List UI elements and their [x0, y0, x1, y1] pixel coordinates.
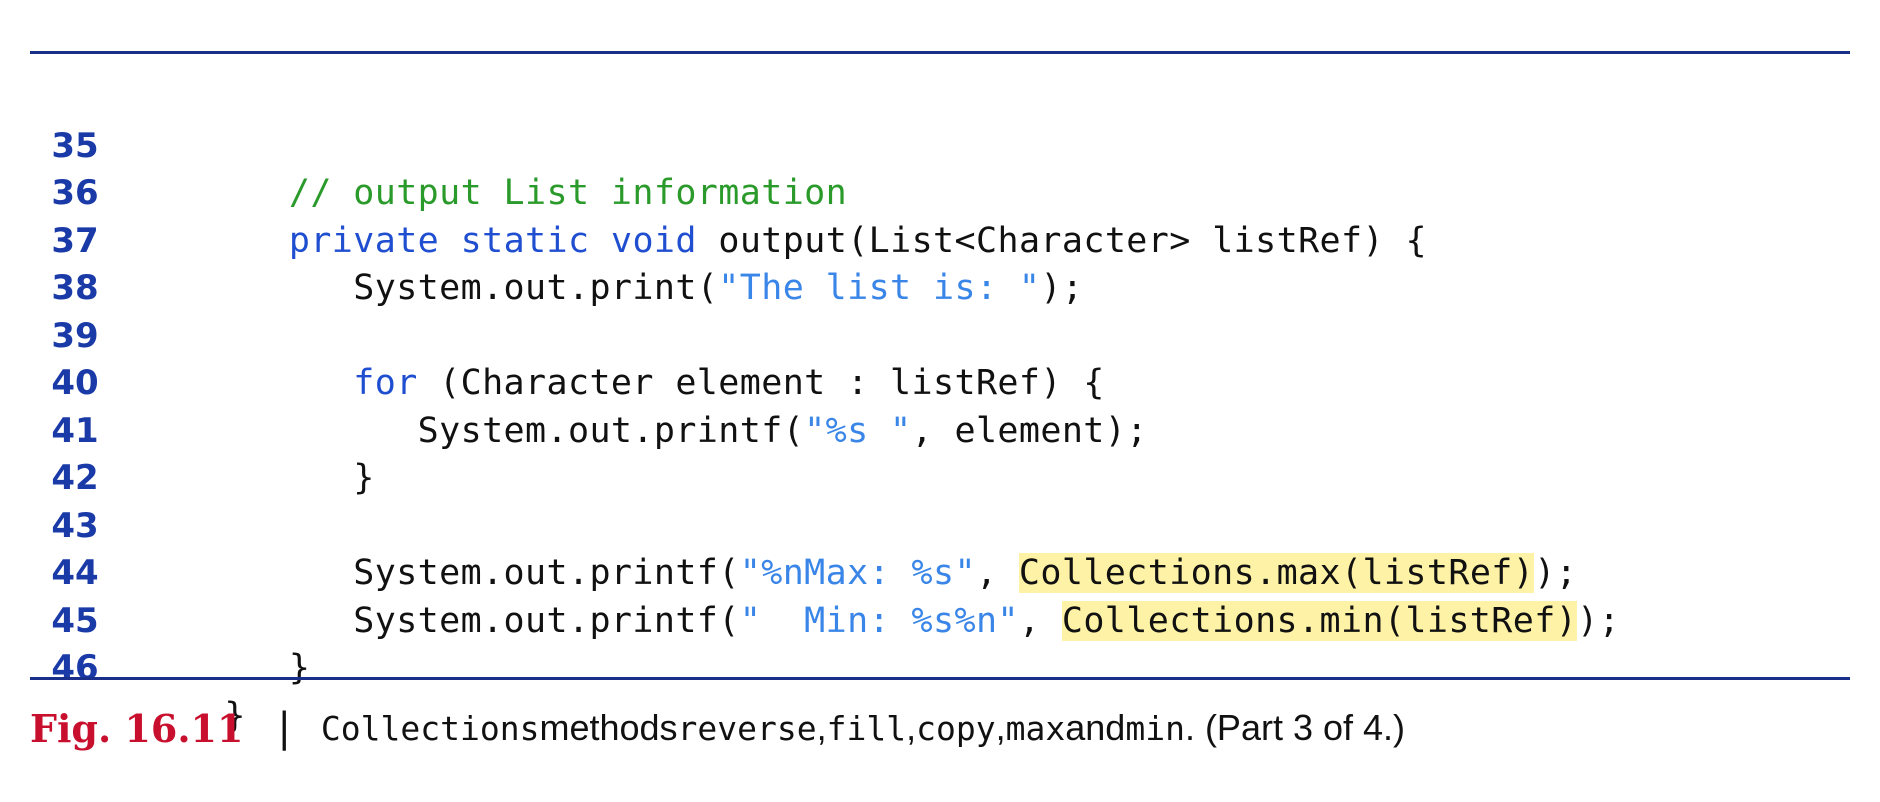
method-signature: output(List<Character> listRef) { — [718, 220, 1427, 261]
code-text: System.out.printf("%nMax: %s", Collectio… — [353, 553, 1578, 593]
line-number: 36 — [51, 173, 99, 213]
code-text: } — [160, 455, 375, 503]
code-line: 44 System.out.printf(" Min: %s%n", Colle… — [0, 503, 1880, 641]
closing-brace: } — [353, 458, 375, 498]
comment: // output List information — [288, 173, 848, 213]
code-line: 35 // output List information — [0, 75, 1880, 214]
code-text: for (Character element : listRef) { — [353, 363, 1105, 403]
bottom-rule — [30, 677, 1850, 680]
caption-method-fill: fill — [826, 708, 907, 748]
line-number: 44 — [51, 553, 99, 593]
code-line: 37 System.out.print("The list is: "); — [0, 170, 1880, 309]
highlighted-call: Collections.min(listRef) — [1061, 600, 1578, 641]
line-number: 45 — [51, 600, 99, 641]
code-text: System.out.printf("%s ", element); — [417, 410, 1148, 451]
line-number: 46 — [51, 648, 99, 688]
code-line: 45 } — [0, 550, 1880, 689]
code-text: // output List information — [160, 170, 847, 218]
code-line: 43 System.out.printf("%nMax: %s", Collec… — [0, 455, 1880, 593]
caption-part: . (Part 3 of 4.) — [1184, 707, 1406, 748]
keyword: static — [460, 220, 590, 261]
code-text: } — [160, 693, 246, 741]
figure-caption: Fig. 16.11 | Collections methods reverse… — [30, 705, 1406, 751]
code-line: 41 } — [0, 360, 1880, 499]
caption-method-copy: copy — [916, 708, 996, 748]
code-text: } — [160, 645, 310, 693]
closing-brace: } — [288, 648, 311, 688]
line-number: 37 — [51, 220, 99, 261]
highlighted-call: Collections.max(listRef) — [1018, 553, 1535, 593]
line-number: 35 — [51, 125, 99, 166]
line-number: 43 — [51, 505, 99, 546]
line-number: 42 — [51, 458, 99, 498]
string-literal: "The list is: " — [718, 268, 1041, 308]
code-line: 42 — [0, 408, 1880, 498]
code-line: 39 for (Character element : listRef) { — [0, 265, 1880, 404]
string-literal: " Min: %s%n" — [739, 600, 1019, 641]
code-listing: 35 // output List information 36 private… — [0, 75, 1880, 736]
code-line: 38 — [0, 218, 1880, 308]
caption-method-reverse: reverse — [677, 708, 817, 748]
string-literal: "%s " — [804, 410, 912, 451]
line-number: 40 — [51, 363, 99, 403]
line-number: 39 — [51, 315, 99, 356]
line-number: 38 — [51, 268, 99, 308]
caption-class-name: Collections — [320, 708, 540, 748]
caption-method-max: max — [1005, 708, 1066, 748]
string-literal: "%nMax: %s" — [739, 553, 976, 593]
keyword: for — [353, 363, 418, 403]
caption-method-min: min — [1125, 708, 1185, 748]
line-number: 41 — [51, 410, 99, 451]
code-text: System.out.print("The list is: "); — [353, 268, 1084, 308]
code-text: private static void output(List<Characte… — [160, 218, 1427, 266]
keyword: void — [610, 220, 697, 261]
figure-label: Fig. 16.11 — [30, 705, 244, 751]
code-line: 46 } — [0, 598, 1880, 736]
caption-separator: | — [277, 705, 291, 751]
code-line: 36 private static void output(List<Chara… — [0, 123, 1880, 261]
top-rule — [30, 51, 1850, 54]
closing-brace: } — [224, 695, 246, 736]
code-text: System.out.printf(" Min: %s%n", Collecti… — [353, 600, 1621, 641]
keyword: private — [288, 220, 440, 261]
code-line: 40 System.out.printf("%s ", element); — [0, 313, 1880, 451]
